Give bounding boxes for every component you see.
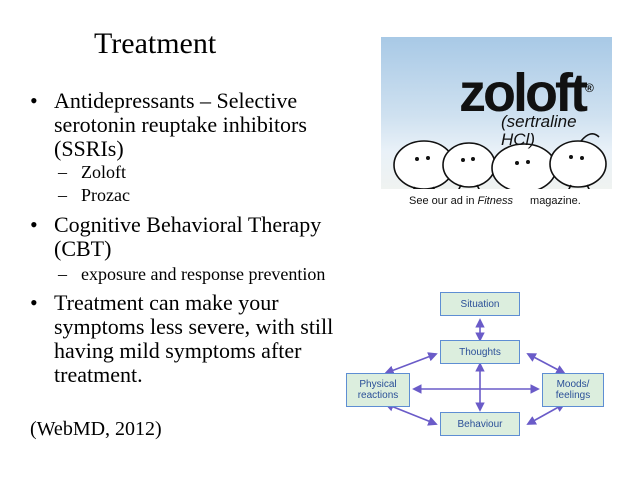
bullet-text-line: treatment. [54, 362, 143, 387]
bullet-marker: • [30, 88, 38, 113]
sub-bullet-marker: – [58, 162, 67, 182]
bullet-text-line: Antidepressants – Selective [54, 88, 298, 113]
bullet-text-line: (CBT) [54, 236, 112, 261]
sub-bullet-marker: – [58, 185, 67, 205]
node-thoughts: Thoughts [440, 340, 520, 364]
bullet-marker: • [30, 290, 38, 315]
bullet-text-line: Treatment can make your [54, 290, 279, 315]
node-situation: Situation [440, 292, 520, 316]
zoloft-blob-illustration [393, 133, 607, 199]
node-physical-reactions: Physical reactions [346, 373, 410, 407]
sub-bullet-marker: – [58, 264, 67, 284]
sub-bullet-prozac: Prozac [81, 185, 130, 205]
citation: (WebMD, 2012) [30, 418, 162, 440]
bullet-text-line: serotonin reuptake inhibitors [54, 112, 307, 137]
slide-title: Treatment [94, 27, 217, 60]
bullet-marker: • [30, 212, 38, 237]
sub-bullet-zoloft: Zoloft [81, 162, 126, 182]
bullet-text-line: (SSRIs) [54, 136, 124, 161]
diagram-arrows [384, 318, 566, 426]
zoloft-logo-text: zoloft® [459, 63, 594, 123]
cbt-cycle-diagram: Situation Thoughts Physical reactions Mo… [342, 288, 610, 444]
bullet-text-line: Cognitive Behavioral Therapy [54, 212, 322, 237]
sub-bullet-exposure: exposure and response prevention [81, 264, 326, 284]
ad-caption: See our ad in Fitness magazine. [381, 189, 612, 213]
bullet-text-line: having mild symptoms after [54, 338, 302, 363]
zoloft-generic-name: (sertraline HCl) [501, 112, 577, 149]
bullet-text-line: symptoms less severe, with still [54, 314, 334, 339]
zoloft-ad-image: zoloft® (sertraline HCl) See our ad in F… [381, 37, 612, 213]
node-moods-feelings: Moods/ feelings [542, 373, 604, 407]
node-behaviour: Behaviour [440, 412, 520, 436]
